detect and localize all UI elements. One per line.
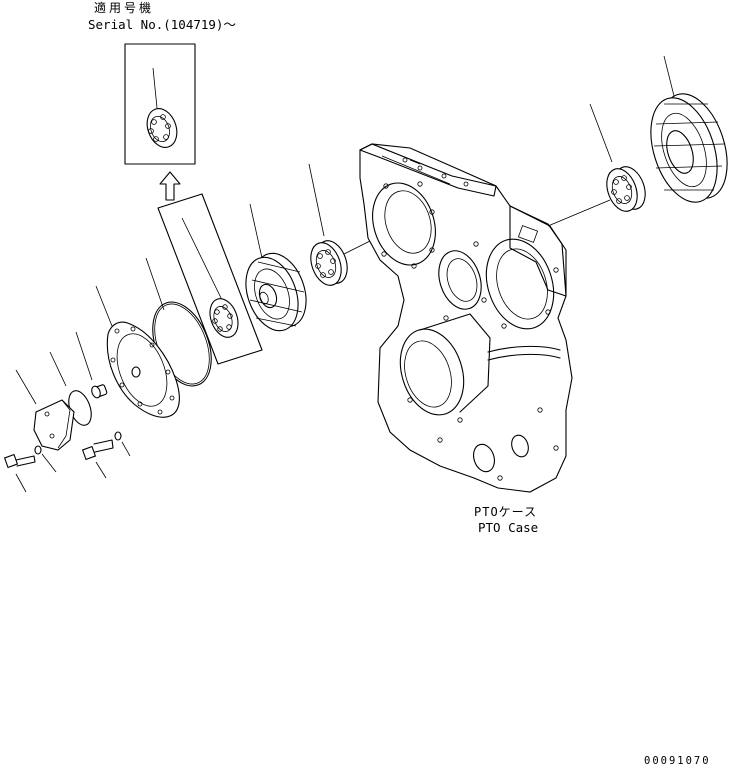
washer-right	[114, 431, 131, 457]
serial-inset-box	[124, 43, 196, 165]
middle-bearing	[308, 163, 373, 286]
cover-plate	[95, 285, 180, 418]
applicability-japanese-label: 適用号機	[94, 0, 154, 15]
pto-gear	[245, 203, 307, 332]
right-bearing	[547, 103, 646, 227]
up-arrow	[159, 171, 181, 201]
serial-number-label: Serial No.(104719)～	[88, 17, 236, 32]
inset-bearing	[146, 108, 178, 148]
pto-case-housing	[359, 143, 573, 493]
strip-bearing	[209, 298, 239, 338]
slanted-inset-strip	[157, 193, 263, 365]
washer-left	[34, 445, 57, 473]
bolt-left	[3, 453, 36, 493]
large-gear	[650, 55, 728, 203]
drawing-number: 00091070	[644, 755, 711, 767]
plug	[75, 331, 108, 399]
case-label-japanese: PTOケース	[474, 505, 537, 519]
bolt-right	[81, 439, 114, 479]
case-label-english: PTO Case	[478, 520, 538, 535]
small-cover	[15, 369, 75, 451]
